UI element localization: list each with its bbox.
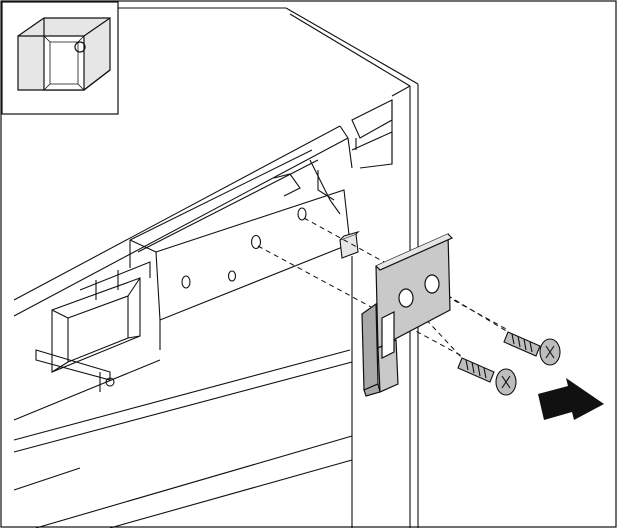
panel-hole-4 xyxy=(297,207,307,221)
cabinet-holes xyxy=(181,207,307,289)
location-inset-view xyxy=(1,1,119,115)
inset-marker-circle xyxy=(74,41,86,53)
appliance-cabinet xyxy=(13,7,419,528)
screw-lower xyxy=(457,357,517,396)
alignment-peg xyxy=(339,230,360,259)
panel-hole-3 xyxy=(250,234,262,250)
panel-hole-1 xyxy=(181,275,191,289)
push-direction-arrow xyxy=(538,378,604,420)
mounting-bracket xyxy=(361,233,454,397)
panel-hole-2 xyxy=(227,270,237,282)
screw-upper xyxy=(503,331,561,366)
